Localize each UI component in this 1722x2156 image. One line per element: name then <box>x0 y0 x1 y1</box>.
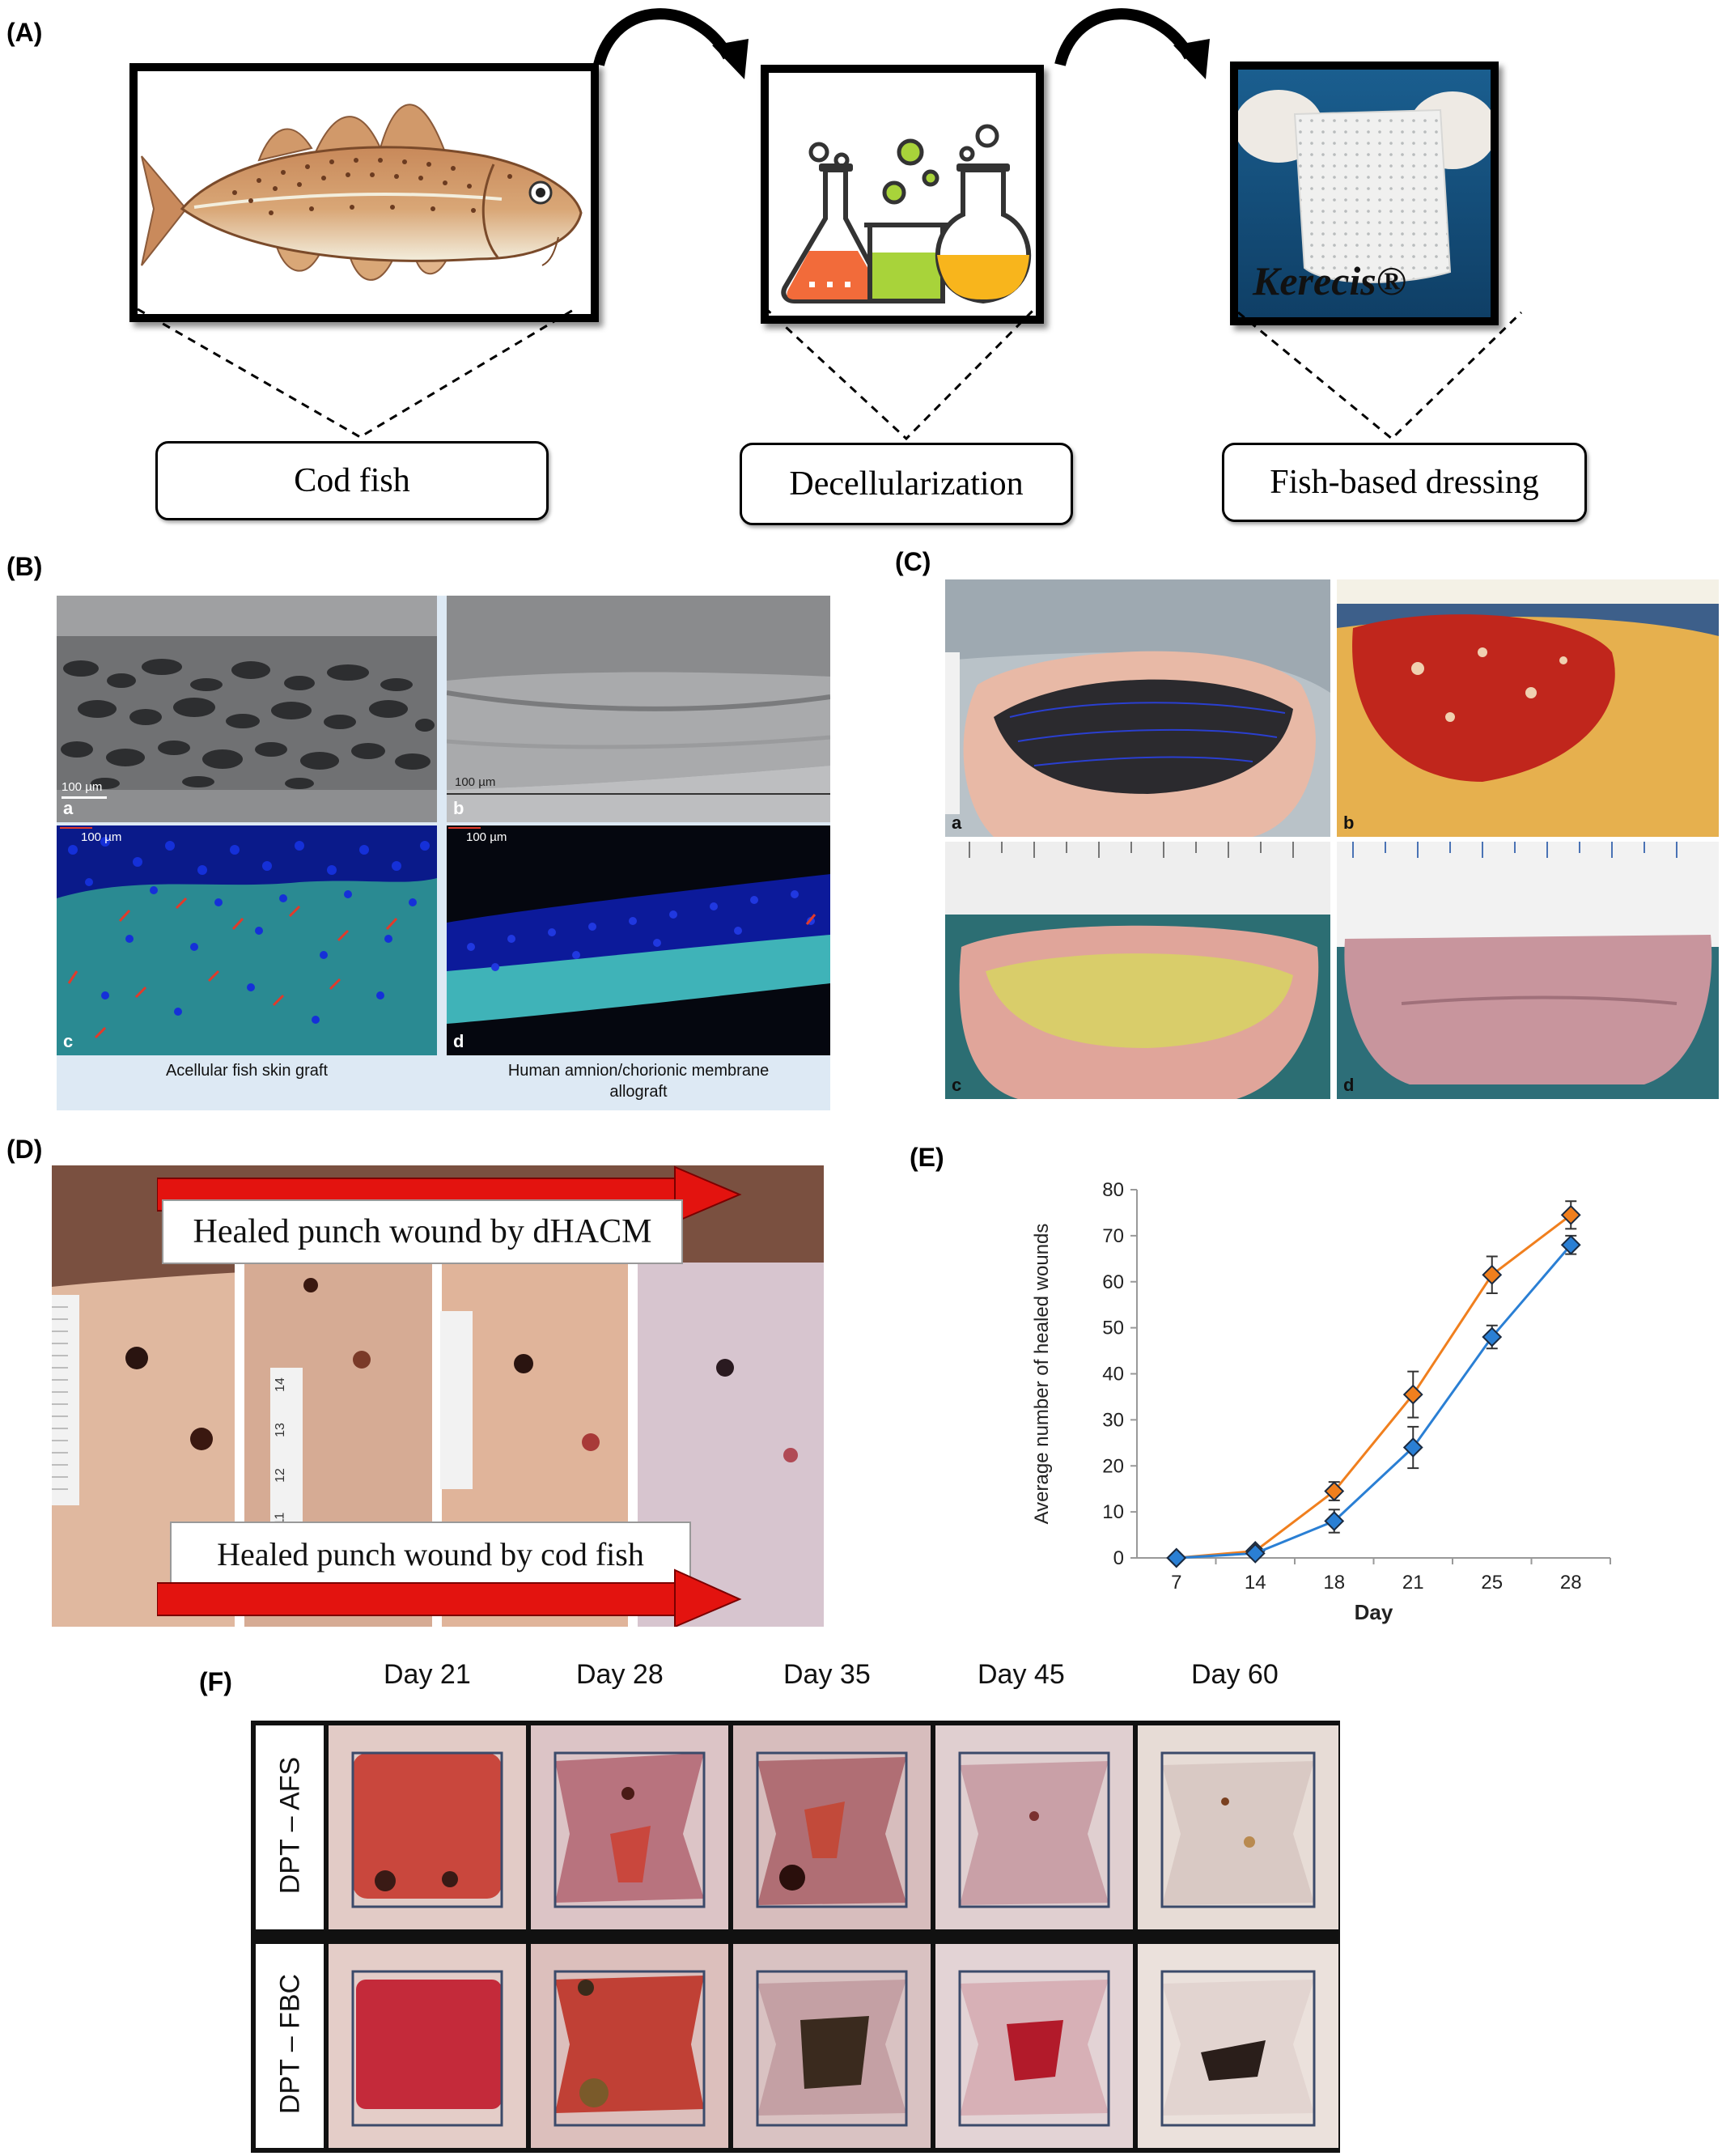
y-tick-label: 0 <box>1113 1547 1124 1569</box>
label-dhacm: Healed punch wound by dHACM <box>162 1199 683 1264</box>
row-label-fbc: DPT – FBC <box>274 1973 306 2115</box>
foot-wound-granulation-tile: c <box>945 842 1330 1099</box>
series-1-point <box>1402 1437 1423 1458</box>
series-1-point <box>1245 1543 1266 1564</box>
ruler-tick-13: 13 <box>273 1423 287 1437</box>
tile-letter-cd: d <box>1343 1075 1355 1095</box>
day-label-21: Day 21 <box>384 1659 471 1690</box>
panel-c-figure: a b c <box>945 579 1719 1099</box>
wound-photo-grid <box>329 1725 1338 2148</box>
scale-label-c: 100 µm <box>81 830 122 844</box>
arrow-bottom-red <box>157 1568 742 1627</box>
panel-label-d: (D) <box>6 1135 43 1164</box>
panel-f-grid: DPT – AFS DPT – FBC <box>251 1721 1340 2153</box>
y-tick-label: 70 <box>1102 1225 1124 1247</box>
day-label-35: Day 35 <box>783 1659 871 1690</box>
foot-wound-healed-tile: d <box>1337 842 1719 1099</box>
panel-b-figure: 100 µm a 100 µm b <box>57 596 830 1110</box>
panel-label-f: (F) <box>199 1667 232 1696</box>
series-0-point <box>1560 1204 1581 1225</box>
x-axis-label: Day <box>1355 1600 1393 1624</box>
curved-arrow-1 <box>593 8 734 66</box>
kerecis-dressing-image: Kerecis® <box>1230 62 1499 325</box>
day-label-60: Day 60 <box>1191 1659 1279 1690</box>
panel-label-c: (C) <box>895 547 931 576</box>
scale-label-b: 100 µm <box>455 775 496 789</box>
series-0-point <box>1402 1384 1423 1405</box>
decellularization-image <box>761 65 1044 324</box>
caption-cod-fish: Cod fish <box>155 441 549 520</box>
y-axis-label: Average number of healed wounds <box>1031 1224 1053 1525</box>
y-tick-label: 60 <box>1102 1271 1124 1293</box>
scale-label-a: 100 µm <box>62 780 103 794</box>
panel-d-figure: 14 13 12 11 Healed punch wound by dHACM … <box>52 1165 824 1627</box>
sem-fish-skin-tile: 100 µm a <box>57 596 437 822</box>
process-arrows <box>593 8 1210 79</box>
day-label-28: Day 28 <box>576 1659 664 1690</box>
fluorescence-fish-tile: 100 µm c <box>57 825 437 1055</box>
foot-wound-debrided-tile: b <box>1337 579 1719 837</box>
row-label-afs: DPT – AFS <box>274 1756 306 1895</box>
tile-letter-b: b <box>453 798 464 818</box>
x-tick-label: 28 <box>1560 1572 1582 1594</box>
dashed-connectors <box>137 308 1523 441</box>
series-1-point <box>1482 1326 1503 1348</box>
foot-wound-necrotic-tile: a <box>945 579 1330 837</box>
y-tick-label: 20 <box>1102 1455 1124 1477</box>
fluorescence-membrane-tile: 100 µm d <box>447 825 830 1055</box>
series-line-1 <box>1176 1244 1572 1560</box>
curved-arrow-2 <box>1054 8 1195 66</box>
tile-letter-ca: a <box>952 813 962 833</box>
y-tick-label: 30 <box>1102 1409 1124 1431</box>
x-tick-label: 14 <box>1245 1572 1266 1594</box>
panel-label-b: (B) <box>6 552 43 581</box>
ruler-tick-12: 12 <box>273 1468 287 1483</box>
tile-letter-d: d <box>453 1031 464 1051</box>
caption-human-membrane-1: Human amnion/chorionic membrane <box>507 1062 770 1080</box>
day-label-45: Day 45 <box>978 1659 1065 1690</box>
kerecis-brand-text: Kerecis® <box>1252 258 1406 303</box>
sem-membrane-tile: 100 µm b <box>447 596 830 822</box>
series-0-point <box>1482 1264 1503 1285</box>
x-tick-label: 18 <box>1323 1572 1345 1594</box>
scale-label-d: 100 µm <box>466 830 507 844</box>
caption-fish-based-dressing: Fish-based dressing <box>1222 443 1587 522</box>
caption-decellularization: Decellularization <box>740 443 1073 525</box>
x-tick-label: 25 <box>1481 1572 1503 1594</box>
tile-letter-cc: c <box>952 1075 962 1095</box>
x-tick-label: 21 <box>1402 1572 1424 1594</box>
y-tick-label: 40 <box>1102 1364 1124 1386</box>
caption-human-membrane-2: allograft <box>609 1083 668 1101</box>
series-1-point <box>1166 1547 1187 1568</box>
label-cod-fish: Healed punch wound by cod fish <box>170 1522 691 1586</box>
series-1-point <box>1560 1234 1581 1255</box>
ruler-tick-14: 14 <box>273 1377 287 1392</box>
series-line-0 <box>1176 1214 1572 1560</box>
y-tick-label: 80 <box>1102 1179 1124 1201</box>
panel-label-e: (E) <box>910 1143 944 1172</box>
caption-acellular-fish-skin: Acellular fish skin graft <box>165 1062 329 1080</box>
tile-letter-cb: b <box>1343 813 1355 833</box>
series-1-point <box>1324 1511 1345 1531</box>
series-0-point <box>1324 1481 1345 1501</box>
x-tick-label: 7 <box>1171 1572 1181 1594</box>
y-tick-label: 50 <box>1102 1318 1124 1339</box>
y-tick-label: 10 <box>1102 1501 1124 1523</box>
cod-fish-image <box>129 63 599 322</box>
tile-letter-a: a <box>63 798 74 818</box>
panel-label-a: (A) <box>6 18 43 47</box>
tile-letter-c: c <box>63 1031 74 1051</box>
